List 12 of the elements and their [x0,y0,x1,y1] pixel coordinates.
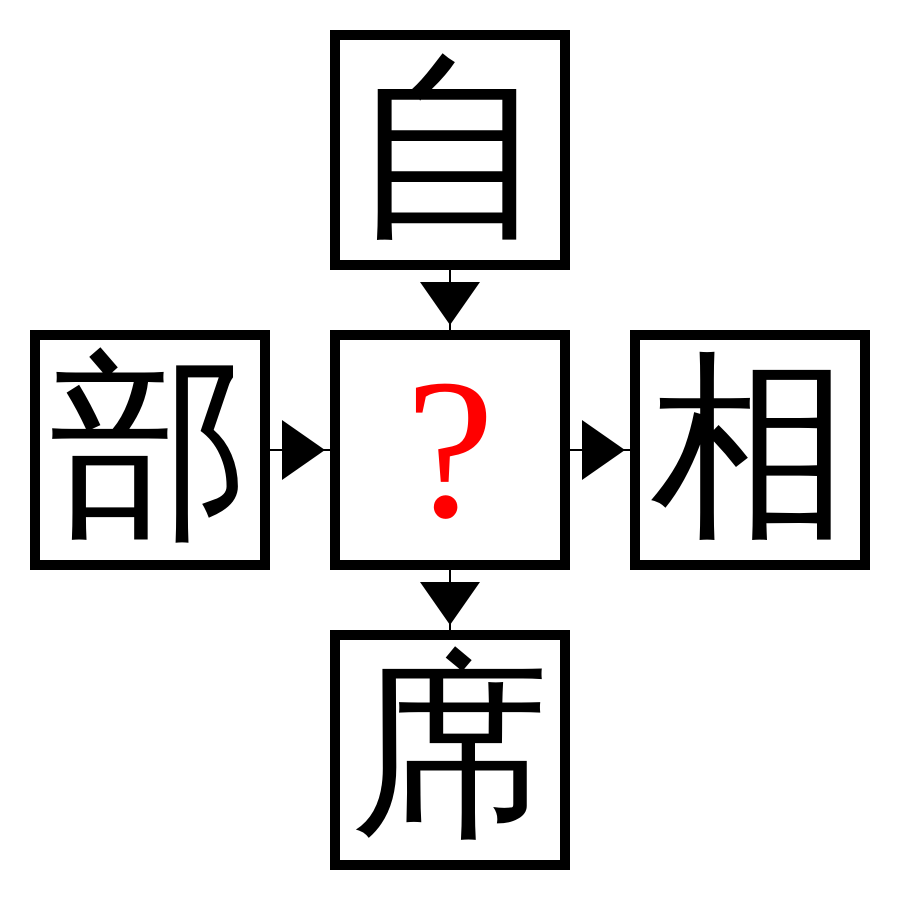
character-box [30,330,270,570]
character-box [330,630,570,870]
arrow [420,270,480,330]
character: 相 [650,350,850,550]
character-box [330,330,570,570]
arrow [570,420,630,480]
character-box [630,330,870,570]
arrow [420,570,480,630]
character: 自 [350,50,550,250]
character: ? [406,350,494,550]
arrow [270,420,330,480]
character-box [330,30,570,270]
